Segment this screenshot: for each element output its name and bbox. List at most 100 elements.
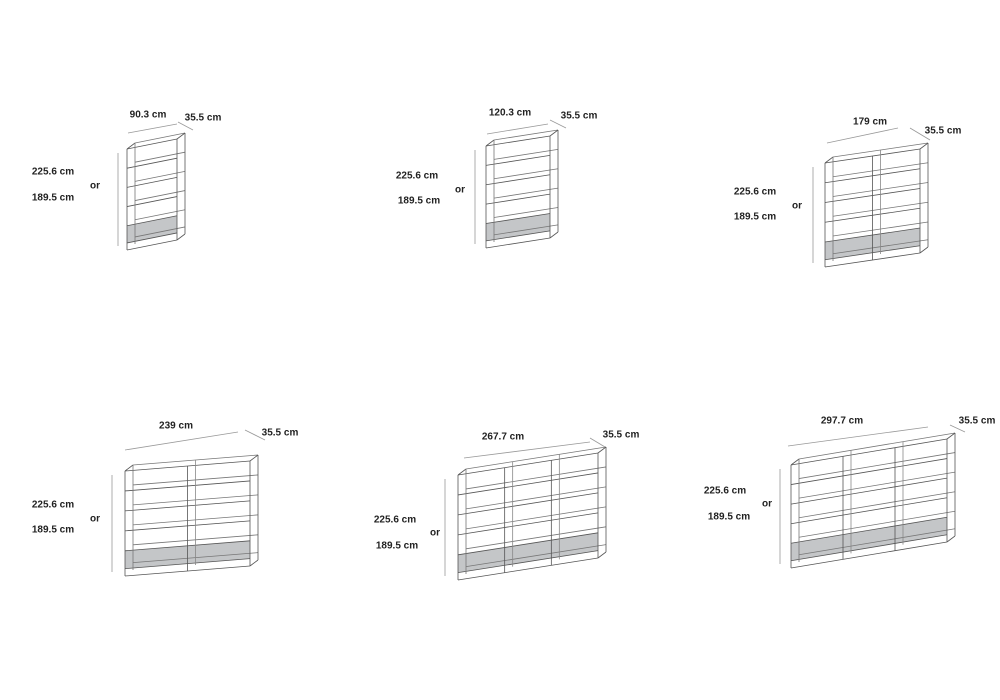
shelf-front-edge <box>457 452 599 476</box>
base-right-edge <box>946 535 956 543</box>
shelf-back-edge <box>798 471 956 499</box>
width-dimension-line <box>127 123 178 134</box>
shelf-back-edge <box>493 207 559 218</box>
top-left-edge <box>485 139 495 147</box>
shelf-back-edge <box>493 148 559 160</box>
height-short-label: 189.5 cm <box>707 511 751 523</box>
width-dimension-line <box>787 426 929 447</box>
shelf-back-edge <box>465 544 607 568</box>
or-label: or <box>455 184 465 196</box>
base-right-edge <box>597 551 607 559</box>
shelf-front-edge <box>485 213 551 224</box>
shelf-back-edge <box>134 190 186 201</box>
width-label: 90.3 cm <box>129 109 167 121</box>
height-short-label: 189.5 cm <box>31 524 75 536</box>
depth-dimension-line <box>549 119 567 129</box>
shelf-front-edge <box>457 492 599 516</box>
height-tall-label: 225.6 cm <box>31 166 75 178</box>
top-left-edge <box>124 464 134 472</box>
or-label: or <box>430 527 440 539</box>
width-dimension-line <box>486 123 549 135</box>
shelf-front-edge <box>126 196 178 207</box>
height-tall-label: 225.6 cm <box>703 485 747 497</box>
shelf-front-edge <box>457 532 599 556</box>
shelf-front-edge <box>790 541 948 569</box>
bottom-panel <box>486 213 550 241</box>
height-tall-label: 225.6 cm <box>31 499 75 511</box>
depth-label: 35.5 cm <box>261 427 299 439</box>
shelf-front-edge <box>790 458 948 485</box>
shelf-front-edge <box>485 230 551 242</box>
top-right-edge <box>176 132 186 140</box>
height-tall-label: 225.6 cm <box>373 514 417 526</box>
shelf-back-edge <box>465 506 607 530</box>
shelf-front-edge <box>457 550 599 574</box>
top-right-edge <box>597 446 607 454</box>
top-right-edge <box>919 142 929 150</box>
depth-dimension-line <box>589 437 606 448</box>
shelf-front-edge <box>485 237 551 249</box>
shelf-back-edge <box>798 491 956 519</box>
shelf-front-edge <box>790 516 948 544</box>
height-tall-label: 225.6 cm <box>395 170 439 182</box>
top-right-edge <box>249 454 259 462</box>
shelf-front-edge <box>485 174 551 186</box>
shelf-front-edge <box>126 176 178 188</box>
height-short-label: 189.5 cm <box>733 211 777 223</box>
depth-dimension-line <box>909 127 931 141</box>
shelf-front-edge <box>485 193 551 205</box>
depth-label: 35.5 cm <box>924 125 962 137</box>
top-left-edge <box>824 156 834 164</box>
shelf-front-edge <box>457 557 599 581</box>
shelf-back-edge <box>465 486 607 510</box>
top-left-edge <box>126 142 136 150</box>
shelf-front-edge <box>790 477 948 505</box>
or-label: or <box>90 180 100 192</box>
shelf-front-edge <box>457 512 599 536</box>
width-label: 120.3 cm <box>488 107 532 119</box>
width-label: 239 cm <box>159 420 193 432</box>
width-label: 179 cm <box>853 116 887 128</box>
height-short-label: 189.5 cm <box>31 192 75 204</box>
bottom-panel <box>127 215 177 243</box>
shelf-front-edge <box>790 497 948 525</box>
shelf-back-edge <box>134 132 186 144</box>
width-label: 267.7 cm <box>481 431 525 443</box>
base-right-edge <box>176 233 186 241</box>
shelf-back-edge <box>798 432 956 460</box>
depth-label: 35.5 cm <box>560 110 598 122</box>
shelf-back-edge <box>493 224 559 236</box>
top-left-edge <box>790 458 800 466</box>
shelf-front-edge <box>126 239 178 251</box>
shelf-front-edge <box>485 135 551 147</box>
depth-dimension-line <box>949 424 966 433</box>
depth-label: 35.5 cm <box>958 415 996 427</box>
top-left-edge <box>457 468 467 476</box>
base-right-edge <box>919 246 929 254</box>
shelf-front-edge <box>126 138 178 150</box>
depth-dimension-line <box>244 429 266 441</box>
top-right-edge <box>946 432 956 440</box>
height-short-label: 189.5 cm <box>397 195 441 207</box>
height-tall-label: 225.6 cm <box>733 186 777 198</box>
shelf-back-edge <box>493 168 559 180</box>
depth-dimension-line <box>177 121 194 131</box>
shelf-front-edge <box>457 472 599 496</box>
width-dimension-line <box>463 441 591 459</box>
shelf-front-edge <box>485 154 551 166</box>
shelf-back-edge <box>798 528 956 556</box>
shelf-back-edge <box>798 510 956 538</box>
width-label: 297.7 cm <box>820 415 864 427</box>
shelf-front-edge <box>790 438 948 466</box>
shelf-back-edge <box>465 526 607 550</box>
base-right-edge <box>249 559 259 567</box>
shelf-back-edge <box>465 466 607 490</box>
shelf-back-edge <box>465 446 607 470</box>
height-short-label: 189.5 cm <box>375 540 419 552</box>
or-label: or <box>90 513 100 525</box>
depth-label: 35.5 cm <box>184 112 222 124</box>
shelf-back-edge <box>134 209 186 221</box>
shelf-back-edge <box>134 151 186 163</box>
or-label: or <box>792 200 802 212</box>
